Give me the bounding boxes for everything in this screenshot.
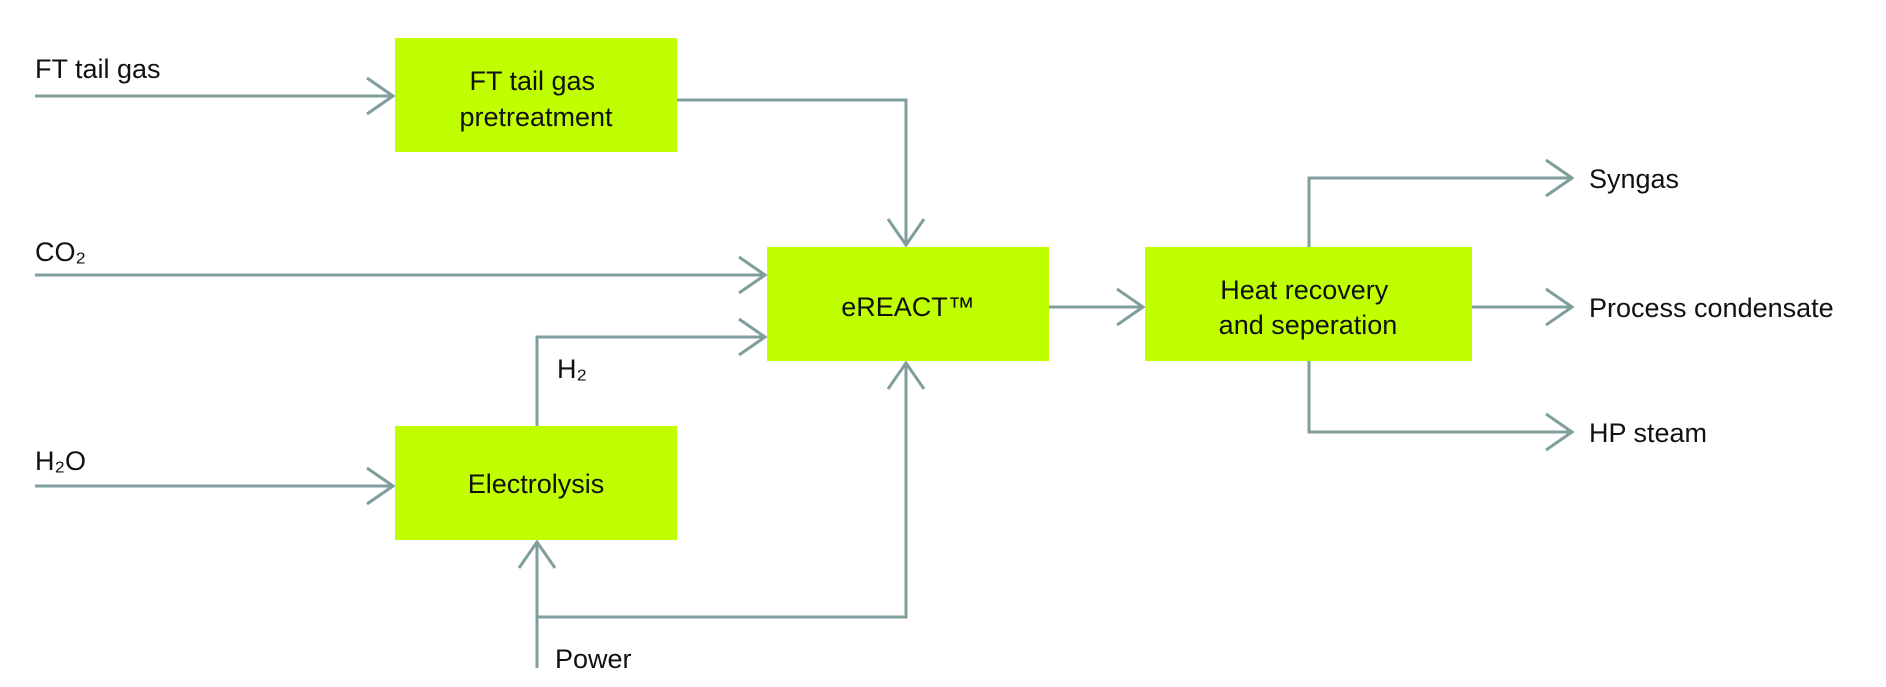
hp-steam-label: HP steam [1589, 418, 1707, 448]
co2-label: CO₂ [35, 237, 86, 267]
h2o-label: H₂O [35, 446, 86, 476]
syngas-label: Syngas [1589, 164, 1679, 194]
condensate-label: Process condensate [1589, 293, 1834, 323]
syngas-arrow [1307, 178, 1572, 247]
pretreatment-label: FT tail gas pretreatment [459, 66, 613, 132]
electrolysis-label: Electrolysis [468, 469, 605, 499]
ereact-label-line-1: eREACT™ [841, 292, 975, 322]
power-label: Power [555, 644, 632, 674]
pretreatment-label-line-1: FT tail gas [469, 66, 595, 96]
heat-recovery-label: Heat recovery and seperation [1219, 275, 1398, 340]
electrolysis-box [395, 426, 677, 540]
power-to-ereact-arrow [537, 363, 906, 619]
h2-label: H₂ [557, 354, 587, 384]
ft-tail-gas-label: FT tail gas [35, 54, 161, 84]
ereact-box [767, 247, 1049, 361]
ereact-label: eREACT™ [841, 292, 975, 322]
heat-recovery-label-line-1: Heat recovery [1220, 275, 1389, 305]
heat-recovery-box [1145, 247, 1472, 361]
electrolysis-label-line-1: Electrolysis [468, 469, 605, 499]
pretreatment-to-ereact-arrow [677, 98, 906, 245]
pretreatment-box [395, 38, 677, 152]
pretreatment-label-line-2: pretreatment [459, 102, 613, 132]
hp-steam-arrow [1307, 361, 1572, 432]
h2-arrow [535, 337, 765, 426]
heat-recovery-label-line-2: and seperation [1219, 310, 1398, 340]
